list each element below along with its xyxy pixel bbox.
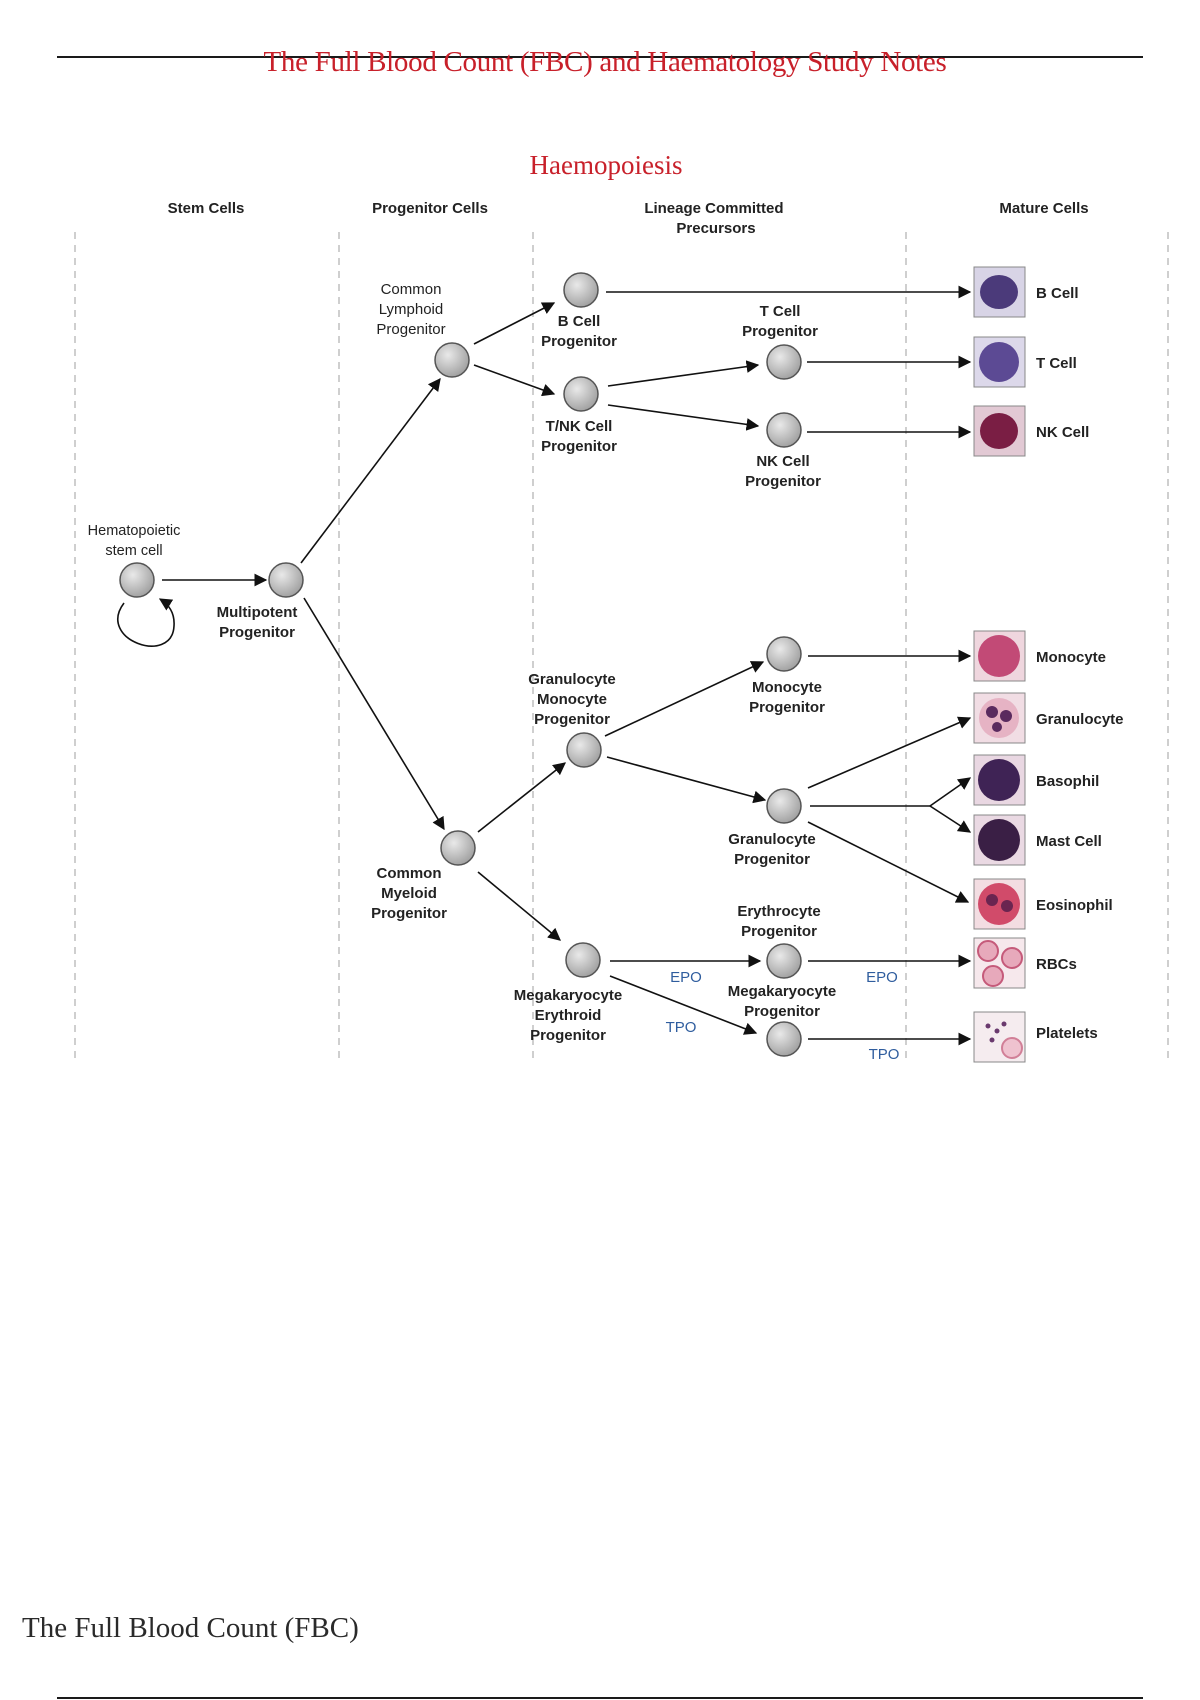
label-basophil: Basophil xyxy=(1036,773,1099,790)
platelet-dot xyxy=(1001,1021,1007,1027)
column-header-lineage-line1: Lineage Committed xyxy=(644,200,783,217)
rbc-disc xyxy=(977,940,999,962)
epo-label: EPO xyxy=(670,969,702,986)
node-multipotent-progenitor xyxy=(268,562,304,598)
edge-gmp-mop xyxy=(604,661,765,737)
rbc-disc xyxy=(1001,1037,1023,1059)
label-nk-cell: NK Cell xyxy=(1036,424,1089,441)
label-rbcs: RBCs xyxy=(1036,956,1077,973)
column-header-progenitor-cells: Progenitor Cells xyxy=(372,200,488,217)
edge-cmp-mep xyxy=(477,871,561,941)
platelet-dot xyxy=(989,1037,995,1043)
cytoplasm-granulocyte xyxy=(979,698,1019,738)
figure-title: Haemopoiesis xyxy=(530,150,683,180)
page-header-title: The Full Blood Count (FBC) and Haematolo… xyxy=(263,46,947,78)
label-mast-cell: Mast Cell xyxy=(1036,833,1102,850)
label-b-cell: B Cell xyxy=(1036,285,1079,302)
lobe-granulocyte xyxy=(986,706,998,718)
column-header-stem-cells: Stem Cells xyxy=(168,200,245,217)
epo-label-mature: EPO xyxy=(866,969,898,986)
lobe-eosinophil xyxy=(1001,900,1013,912)
node-megakaryocyte-erythroid-progenitor xyxy=(565,942,601,978)
node-b-cell-progenitor xyxy=(563,272,599,308)
node-t-nk-cell-progenitor xyxy=(563,376,599,412)
cytoplasm-eosinophil xyxy=(978,883,1020,925)
lobe-granulocyte xyxy=(1000,710,1012,722)
nucleus-monocyte xyxy=(978,635,1020,677)
node-common-myeloid-progenitor xyxy=(440,830,476,866)
edge-tnk-tcp xyxy=(607,360,760,387)
node-megakaryocyte-progenitor xyxy=(766,1021,802,1057)
edge-grp-basophil xyxy=(929,777,972,807)
nucleus-t-cell xyxy=(979,342,1019,382)
edge-mpp-clp xyxy=(300,377,441,564)
label-monocyte: Monocyte xyxy=(1036,649,1106,666)
node-granulocyte-progenitor xyxy=(766,788,802,824)
self-renewal-arrow xyxy=(117,598,175,647)
column-header-lineage-committed: Lineage Committed Precursors xyxy=(644,200,787,237)
node-common-lymphoid-progenitor xyxy=(434,342,470,378)
edge-gmp-grp xyxy=(606,756,767,804)
label-platelets: Platelets xyxy=(1036,1025,1098,1042)
column-header-lineage-line2: Precursors xyxy=(676,220,755,237)
platelet-dot xyxy=(985,1023,991,1029)
lobe-granulocyte xyxy=(992,722,1002,732)
haemopoiesis-diagram: Haemopoiesis Stem Cells Progenitor Cells… xyxy=(74,150,1169,1063)
label-t-cell: T Cell xyxy=(1036,355,1077,372)
nucleus-mast-cell xyxy=(978,819,1020,861)
nucleus-b-cell xyxy=(980,275,1018,309)
footer-section-title: The Full Blood Count (FBC) xyxy=(22,1612,359,1644)
header-rule xyxy=(57,56,1143,58)
node-t-cell-progenitor xyxy=(766,344,802,380)
tpo-label-mature: TPO xyxy=(869,1046,900,1063)
edge-mep-meg xyxy=(609,975,758,1035)
edge-mpp-cmp xyxy=(303,597,445,831)
label-granulocyte: Granulocyte xyxy=(1036,711,1124,728)
edge-grp-granulocyte xyxy=(807,716,972,789)
label-eosinophil: Eosinophil xyxy=(1036,897,1113,914)
node-granulocyte-monocyte-progenitor xyxy=(566,732,602,768)
edge-cmp-gmp xyxy=(477,762,567,833)
footer-rule xyxy=(57,1697,1143,1699)
tpo-label: TPO xyxy=(666,1019,697,1036)
edge-grp-eosinophil xyxy=(807,821,970,903)
node-erythrocyte-progenitor xyxy=(766,943,802,979)
column-header-mature-cells: Mature Cells xyxy=(999,200,1088,217)
lobe-eosinophil xyxy=(986,894,998,906)
edge-tnk-nkp xyxy=(607,404,760,431)
rbc-disc xyxy=(1001,947,1023,969)
node-nk-cell-progenitor xyxy=(766,412,802,448)
platelet-dot xyxy=(994,1028,1000,1034)
rbc-disc xyxy=(982,965,1004,987)
nucleus-basophil xyxy=(978,759,1020,801)
edge-clp-bcp xyxy=(473,302,556,345)
edge-grp-mastcell xyxy=(929,805,972,833)
nucleus-nk-cell xyxy=(980,413,1018,449)
node-hematopoietic-stem-cell xyxy=(119,562,155,598)
node-monocyte-progenitor xyxy=(766,636,802,672)
edge-clp-tnk xyxy=(473,364,556,397)
